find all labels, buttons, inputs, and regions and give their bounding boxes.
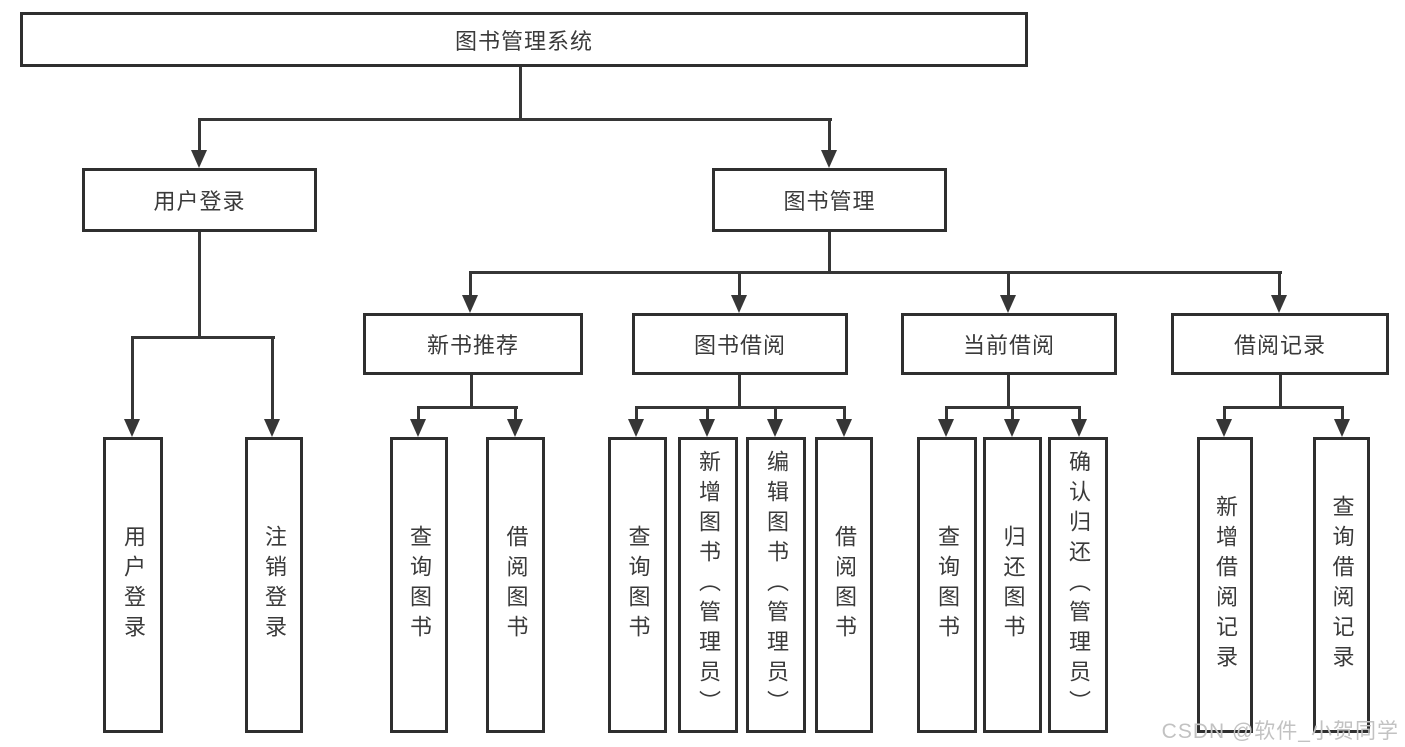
leaf-label: 查询图书 [935,525,960,645]
arrowhead [1071,419,1087,437]
leaf-label: 编辑图书（管理员） [764,450,789,720]
arrowhead [1334,419,1350,437]
connector-drop-book-mgmt [828,118,831,152]
connector-drop [1078,406,1081,421]
connector-drop [635,406,638,421]
leaf-label: 确认归还（管理员） [1066,450,1091,720]
leaf-query-borrow-record: 查询借阅记录 [1313,437,1370,733]
node-user-login-label: 用户登录 [153,189,246,214]
connector-drop-new-books [469,271,472,297]
leaf-label: 新增图书（管理员） [696,450,721,720]
arrowhead [507,419,523,437]
connector-drop-current [1007,271,1010,297]
node-book-borrowing: 图书借阅 [632,313,848,375]
leaf-label: 新增借阅记录 [1213,495,1238,675]
node-new-book-recommend: 新书推荐 [363,313,583,375]
connector-book-mgmt-rail [469,271,1282,274]
connector-records-rail [1223,406,1344,409]
node-current-borrowing-label: 当前借阅 [962,333,1055,358]
connector-drop [945,406,948,421]
connector-current-stub [1007,375,1010,406]
connector-drop [1223,406,1226,421]
leaf-logout: 注销登录 [245,437,303,733]
connector-drop-book-borrow [738,271,741,297]
node-borrow-records: 借阅记录 [1171,313,1389,375]
node-borrow-records-label: 借阅记录 [1233,333,1326,358]
leaf-recommend-query-books: 查询图书 [390,437,448,733]
leaf-add-borrow-record: 新增借阅记录 [1197,437,1253,733]
node-root-label: 图书管理系统 [454,28,593,54]
connector-drop [514,406,517,421]
arrowhead-logout [264,419,280,437]
arrowhead-new-books [462,295,478,313]
leaf-edit-books-admin: 编辑图书（管理员） [746,437,806,733]
leaf-borrowing-query-books: 查询图书 [608,437,667,733]
node-root: 图书管理系统 [20,12,1028,67]
connector-borrowing-stub [738,375,741,406]
arrowhead-book-mgmt [821,150,837,168]
connector-drop [1341,406,1344,421]
connector-root-rail [198,118,832,121]
connector-recommend-rail [417,406,518,409]
arrowhead [699,419,715,437]
node-book-management: 图书管理 [712,168,947,232]
connector-drop [417,406,420,421]
arrowhead-current [1000,295,1016,313]
connector-drop-user-login [198,118,201,152]
csdn-watermark: CSDN @软件_小贺同学 [1161,720,1399,743]
arrowhead-login-action [124,419,140,437]
node-user-login: 用户登录 [82,168,317,232]
arrowhead [938,419,954,437]
connector-user-login-stub [198,232,201,336]
leaf-label: 借阅图书 [503,525,529,645]
connector-drop-logout [271,336,274,421]
leaf-borrowing-borrow-books: 借阅图书 [815,437,873,733]
leaf-return-books: 归还图书 [983,437,1042,733]
leaf-recommend-borrow-books: 借阅图书 [486,437,545,733]
node-new-book-recommend-label: 新书推荐 [426,333,519,358]
arrowhead [410,419,426,437]
connector-user-login-rail [131,336,275,339]
connector-drop [774,406,777,421]
arrowhead-user-login [191,150,207,168]
connector-drop-records [1278,271,1281,297]
connector-recommend-stub [470,375,473,406]
connector-drop [706,406,709,421]
leaf-user-login: 用户登录 [103,437,163,733]
arrowhead [1216,419,1232,437]
leaf-label: 借阅图书 [832,525,857,645]
connector-drop [1011,406,1014,421]
leaf-label: 用户登录 [121,525,146,645]
connector-borrowing-rail [635,406,846,409]
leaf-label: 查询图书 [625,525,651,645]
leaf-label: 归还图书 [1000,525,1026,645]
arrowhead [836,419,852,437]
node-current-borrowing: 当前借阅 [901,313,1117,375]
connector-book-mgmt-stub [828,232,831,271]
connector-root-stub [519,67,522,120]
arrowhead [767,419,783,437]
connector-drop [843,406,846,421]
leaf-label: 查询图书 [407,525,432,645]
leaf-label: 查询借阅记录 [1329,495,1355,675]
leaf-current-query-books: 查询图书 [917,437,977,733]
leaf-label: 注销登录 [262,525,287,645]
node-book-borrowing-label: 图书借阅 [693,333,786,358]
arrowhead-book-borrow [731,295,747,313]
leaf-add-books-admin: 新增图书（管理员） [678,437,738,733]
arrowhead [1004,419,1020,437]
node-book-management-label: 图书管理 [783,189,876,214]
connector-records-stub [1279,375,1282,406]
connector-drop-login-action [131,336,134,421]
arrowhead-records [1271,295,1287,313]
leaf-confirm-return-admin: 确认归还（管理员） [1048,437,1108,733]
arrowhead [628,419,644,437]
